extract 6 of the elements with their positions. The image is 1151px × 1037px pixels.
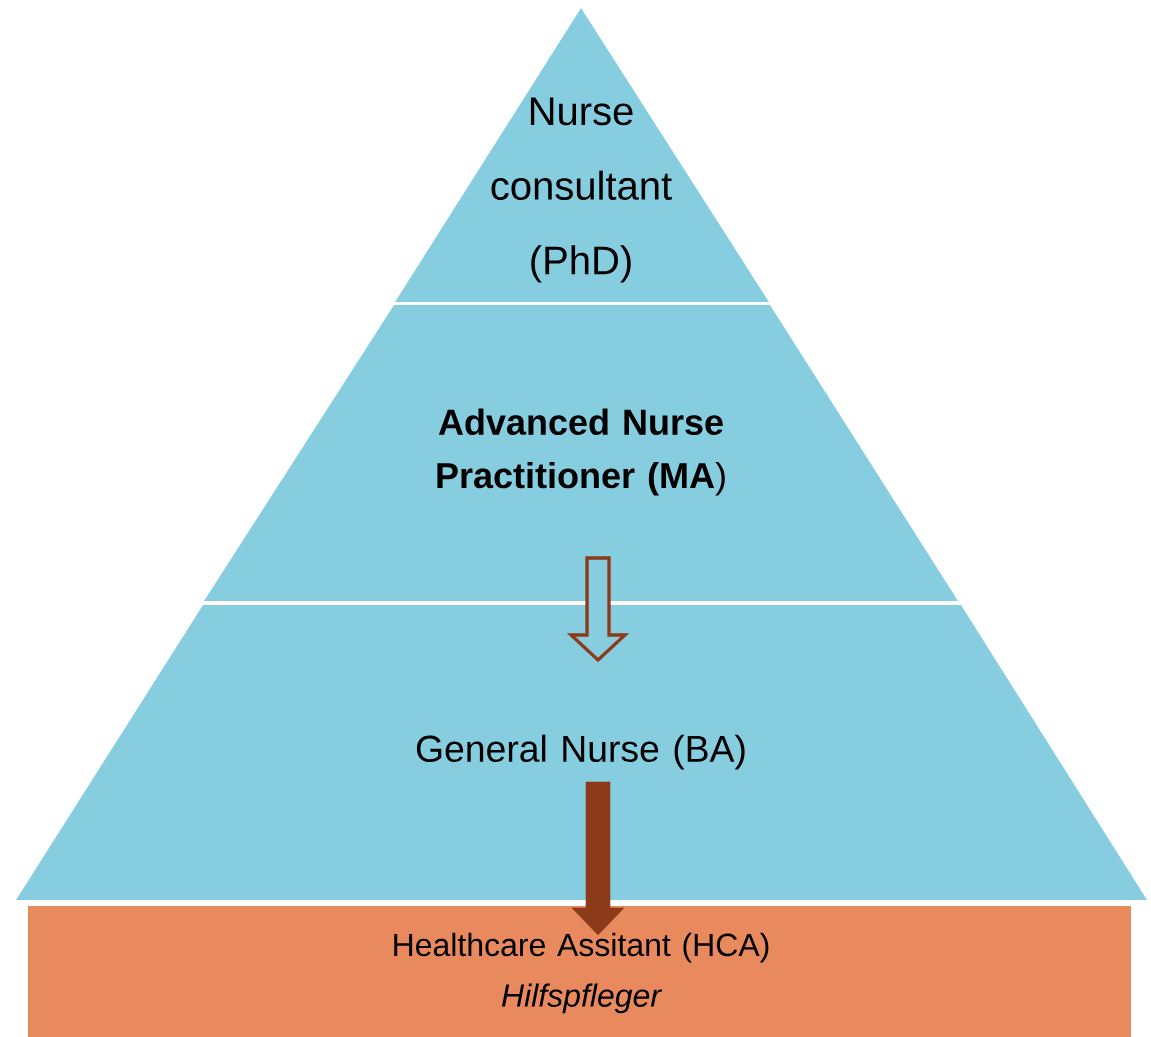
base-band: Healthcare Assitant (HCA) Hilfspfleger [28,906,1131,1037]
block-arrow [566,556,630,663]
pyramid-tier: General Nurse (BA) [16,605,1147,900]
pyramid-tier: Nurse consultant (PhD) [395,8,769,302]
block-arrow [571,781,625,936]
pyramid-tier: Advanced Nurse Practitioner (MA) [204,305,958,601]
